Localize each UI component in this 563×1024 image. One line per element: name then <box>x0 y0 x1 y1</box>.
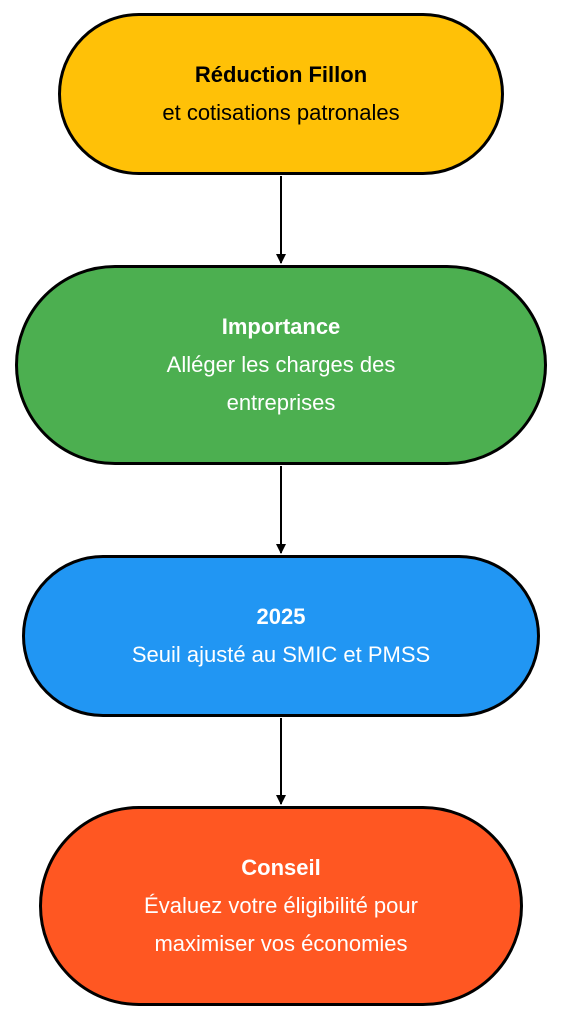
node-text-line: entreprises <box>226 390 336 415</box>
node-title: 2025 <box>256 604 306 629</box>
node-reduction-fillon: Réduction Fillon et cotisations patronal… <box>58 13 504 175</box>
node-conseil: Conseil Évaluez votre éligibilité pour m… <box>39 806 523 1006</box>
node-title: Importance <box>221 314 341 339</box>
node-importance: Importance Alléger les charges des entre… <box>15 265 547 465</box>
node-text-line: Alléger les charges des <box>166 352 396 377</box>
node-2025: 2025 Seuil ajusté au SMIC et PMSS <box>22 555 540 717</box>
node-title: Réduction Fillon <box>194 62 368 87</box>
node-text-line: Seuil ajusté au SMIC et PMSS <box>131 642 431 667</box>
node-text-line: Évaluez votre éligibilité pour <box>144 893 418 918</box>
node-text-line: et cotisations patronales <box>162 100 400 125</box>
node-text-line: maximiser vos économies <box>154 931 408 956</box>
node-title: Conseil <box>241 855 321 880</box>
